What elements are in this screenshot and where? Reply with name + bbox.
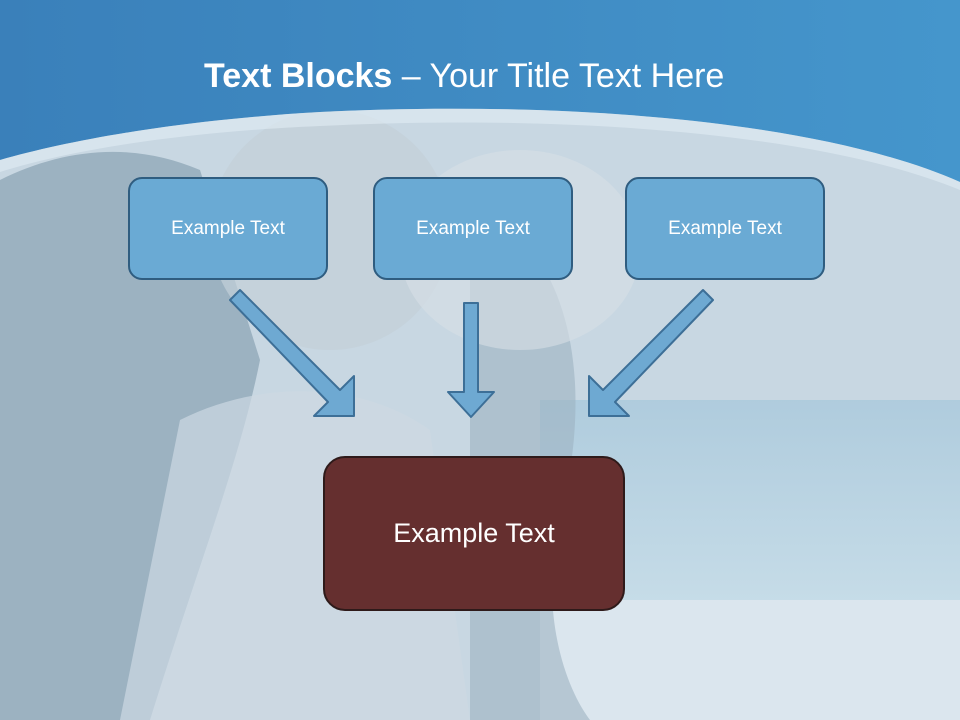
text-block-2-label: Example Text — [416, 217, 530, 239]
text-block-1: Example Text — [128, 177, 328, 280]
center-text-block: Example Text — [323, 456, 625, 611]
title-rest: Your Title Text Here — [429, 57, 725, 95]
arrow-middle — [447, 302, 495, 418]
text-block-3-label: Example Text — [668, 217, 782, 239]
title-separator: – — [392, 57, 430, 95]
arrow-right — [588, 289, 714, 417]
title-bold: Text Blocks — [204, 57, 393, 95]
text-block-1-label: Example Text — [171, 217, 285, 239]
text-block-3: Example Text — [625, 177, 825, 280]
text-block-2: Example Text — [373, 177, 573, 280]
center-text-block-label: Example Text — [393, 518, 555, 548]
arrow-left — [229, 289, 355, 417]
page-title: Text Blocks – Your Title Text Here — [0, 56, 960, 96]
